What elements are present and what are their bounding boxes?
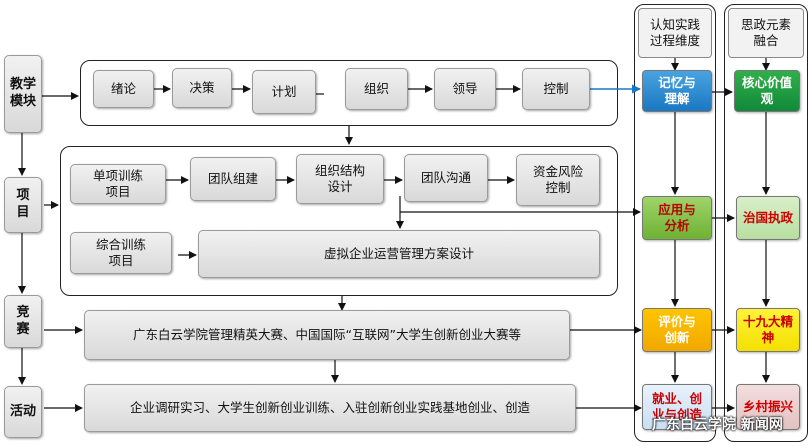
activity-box: 企业调研实习、大学生创新创业训练、入驻创新创业实践基地创业、创造 — [84, 384, 576, 432]
ideology-governance: 治国执政 — [736, 196, 800, 240]
ideology-column-frame — [724, 4, 808, 442]
project-box-team-building: 团队组建 — [190, 157, 276, 201]
project-box-virtual-enterprise: 虚拟企业运营管理方案设计 — [198, 230, 600, 278]
teaching-box-intro: 绪论 — [93, 70, 154, 108]
ideology-rural-revitalization: 乡村振兴 — [736, 384, 800, 430]
side-label-competition: 竞赛 — [4, 295, 42, 348]
side-label-teaching: 教学模块 — [4, 55, 42, 133]
cognition-application-analysis: 应用与分析 — [642, 196, 712, 240]
side-label-activity: 活动 — [4, 386, 42, 438]
competition-box: 广东白云学院管理精英大赛、中国国际“互联网”大学生创新创业大赛等 — [84, 310, 570, 360]
teaching-box-controlling: 控制 — [522, 68, 590, 110]
header-ideology-integration: 思政元素融合 — [728, 8, 804, 58]
side-label-project: 项目 — [4, 177, 42, 233]
teaching-box-organizing: 组织 — [345, 68, 408, 110]
teaching-box-leading: 领导 — [434, 68, 496, 110]
cognition-employment-entrepreneurship: 就业、创业与创造 — [642, 384, 712, 430]
teaching-row-frame — [80, 60, 618, 126]
cognition-evaluation-innovation: 评价与创新 — [642, 308, 712, 352]
project-box-org-structure: 组织结构设计 — [296, 154, 384, 204]
cognition-column-frame — [634, 4, 716, 442]
project-box-team-communication: 团队沟通 — [404, 154, 488, 202]
project-box-single-training: 单项训练项目 — [70, 164, 166, 204]
project-box-fund-risk: 资金风险控制 — [516, 154, 600, 206]
ideology-core-values: 核心价值观 — [734, 70, 800, 112]
cognition-memory-understanding: 记忆与理解 — [642, 70, 712, 112]
teaching-box-planning: 计划 — [252, 70, 316, 114]
project-box-comprehensive-training: 综合训练项目 — [70, 232, 172, 274]
watermark: 广东白云学院 新闻网 — [652, 417, 783, 433]
header-cognition-dimension: 认知实践过程维度 — [638, 8, 712, 58]
project-frame — [60, 146, 618, 296]
ideology-19th-congress-spirit: 十九大精神 — [736, 308, 800, 352]
teaching-box-decision: 决策 — [172, 68, 232, 108]
